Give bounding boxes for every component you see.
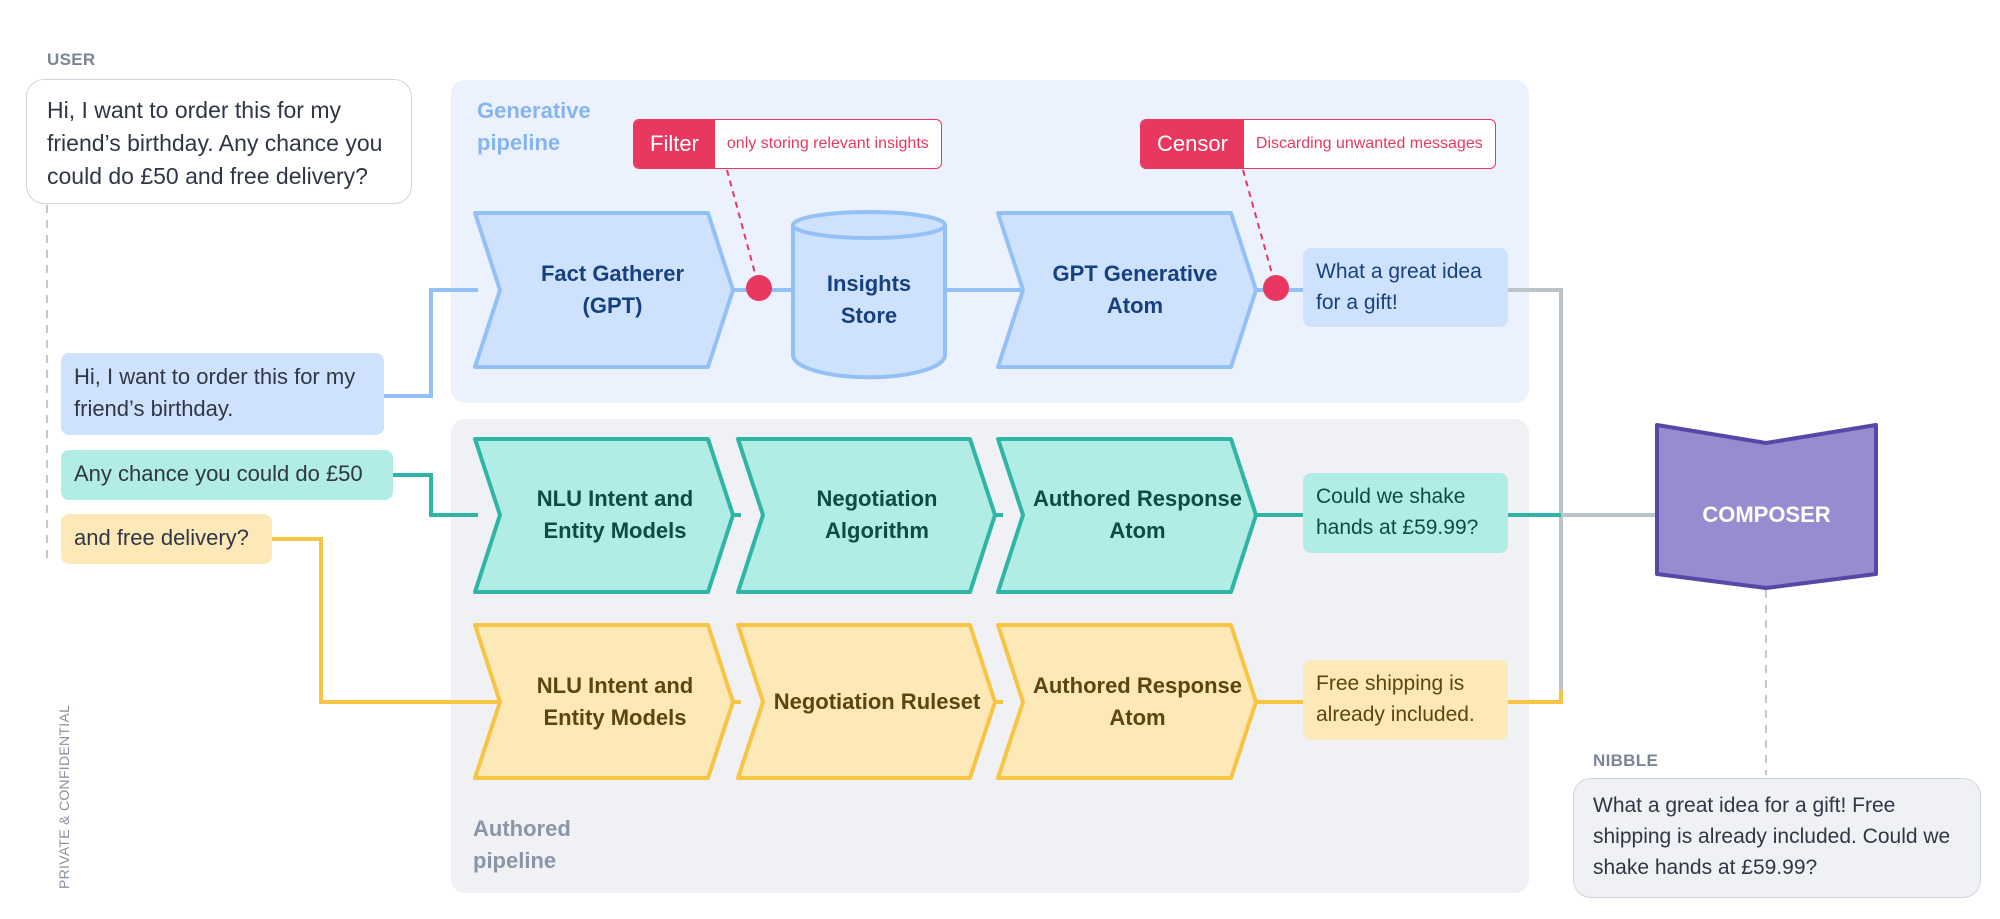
insights-store-shape xyxy=(791,210,947,380)
composer-shape xyxy=(1655,423,1878,590)
teal-negotiation-label: Negotiation Algorithm xyxy=(816,486,938,543)
user-label: USER xyxy=(47,50,96,69)
yellow-nlu-shape xyxy=(473,623,735,780)
filter-pointer xyxy=(726,169,760,289)
insights-store-label: Insights Store xyxy=(826,271,912,328)
filter-tag: Filter only storing relevant insights xyxy=(633,119,942,169)
fact-gatherer-shape xyxy=(473,211,735,369)
filter-tag-name: Filter xyxy=(634,120,715,168)
teal-response-label: Authored Response Atom xyxy=(1032,486,1243,543)
chunk-delivery: and free delivery? xyxy=(61,514,272,564)
gpt-output: What a great idea for a gift! xyxy=(1303,248,1508,327)
chunk-price: Any chance you could do £50 xyxy=(61,450,393,500)
composer-label: COMPOSER xyxy=(1702,502,1831,527)
gpt-atom-shape xyxy=(996,211,1258,369)
authored-pipeline-title: Authored pipeline xyxy=(473,816,571,873)
blue-output-connector xyxy=(1508,288,1563,515)
yellow-response-label: Authored Response Atom xyxy=(1032,673,1243,730)
teal-output: Could we shake hands at £59.99? xyxy=(1303,473,1508,553)
censor-pointer xyxy=(1242,169,1277,289)
censor-dot xyxy=(1263,275,1289,301)
nibble-message-bubble: What a great idea for a gift! Free shipp… xyxy=(1573,778,1981,898)
yellow-negotiation-label: Negotiation Ruleset xyxy=(773,689,981,714)
filter-tag-desc: only storing relevant insights xyxy=(726,135,929,152)
yellow-output-connector xyxy=(1508,690,1563,704)
confidential-notice: PRIVATE & CONFIDENTIAL xyxy=(56,704,72,889)
nibble-label: NIBBLE xyxy=(1593,751,1659,770)
censor-tag-desc: Discarding unwanted messages xyxy=(1255,135,1483,152)
censor-tag-name: Censor xyxy=(1141,120,1244,168)
teal-response-shape xyxy=(996,437,1258,594)
chunk-birthday: Hi, I want to order this for my friend’s… xyxy=(61,353,384,435)
teal-nlu-shape xyxy=(473,437,735,594)
generative-pipeline-title: Generative pipeline xyxy=(477,98,591,155)
user-message-bubble: Hi, I want to order this for my friend’s… xyxy=(26,79,412,204)
yellow-input-connector xyxy=(270,537,498,704)
teal-negotiation-shape xyxy=(736,437,997,594)
yellow-response-shape xyxy=(996,623,1258,780)
yellow-output: Free shipping is already included. xyxy=(1303,660,1508,740)
teal-input-connector xyxy=(393,473,478,517)
filter-dot xyxy=(746,275,772,301)
gpt-atom-label: GPT Generative Atom xyxy=(1052,261,1218,318)
yellow-nlu-label: NLU Intent and Entity Models xyxy=(536,673,694,730)
fact-gatherer-label: Fact Gatherer (GPT) xyxy=(540,261,685,318)
blue-input-connector xyxy=(384,288,478,398)
teal-nlu-label: NLU Intent and Entity Models xyxy=(536,486,694,543)
censor-tag: Censor Discarding unwanted messages xyxy=(1140,119,1496,169)
yellow-negotiation-shape xyxy=(736,623,997,780)
